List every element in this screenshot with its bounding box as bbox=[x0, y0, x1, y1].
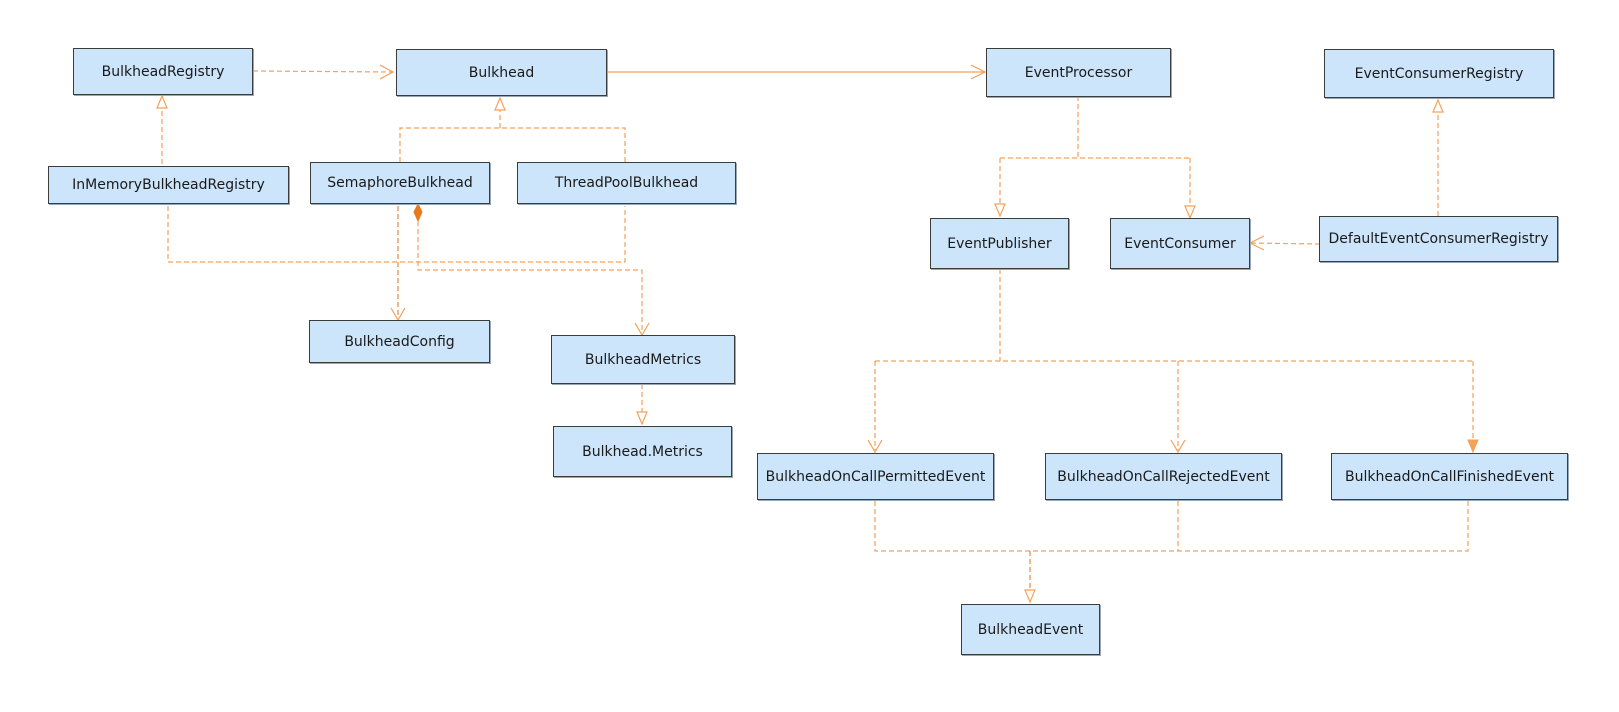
event-consumer-node[interactable]: EventConsumer bbox=[1110, 218, 1250, 269]
event-consumer-registry-node[interactable]: EventConsumerRegistry bbox=[1324, 49, 1554, 98]
bulkhead-node[interactable]: Bulkhead bbox=[396, 49, 607, 96]
edge-registry-to-bulkhead bbox=[252, 64, 395, 80]
semaphore-bulkhead-node[interactable]: SemaphoreBulkhead bbox=[310, 162, 490, 204]
edge-semaphore-composes-metrics bbox=[413, 202, 650, 337]
bulkhead-dot-metrics-node[interactable]: Bulkhead.Metrics bbox=[553, 426, 732, 477]
edge-inmemory-implements-registry bbox=[156, 94, 168, 164]
edge-publisher-to-events bbox=[867, 269, 1479, 454]
on-call-rejected-event-node[interactable]: BulkheadOnCallRejectedEvent bbox=[1045, 453, 1282, 500]
event-publisher-node[interactable]: EventPublisher bbox=[930, 218, 1069, 269]
bulkhead-config-node[interactable]: BulkheadConfig bbox=[309, 320, 490, 363]
edge-implementations-to-bulkhead bbox=[399, 96, 626, 162]
edge-default-to-eventconsumer bbox=[1248, 235, 1321, 251]
edge-events-implement-bulkhead-event bbox=[874, 501, 1469, 604]
thread-pool-bulkhead-node[interactable]: ThreadPoolBulkhead bbox=[517, 162, 736, 204]
edge-bulkhead-to-eventprocessor bbox=[605, 64, 987, 80]
edge-default-implements-consumer-registry bbox=[1432, 98, 1444, 216]
bulkhead-event-node[interactable]: BulkheadEvent bbox=[961, 604, 1100, 655]
bulkhead-registry-node[interactable]: BulkheadRegistry bbox=[73, 48, 253, 95]
in-memory-bulkhead-registry-node[interactable]: InMemoryBulkheadRegistry bbox=[48, 166, 289, 204]
on-call-permitted-event-node[interactable]: BulkheadOnCallPermittedEvent bbox=[757, 453, 994, 500]
default-event-consumer-registry-node[interactable]: DefaultEventConsumerRegistry bbox=[1319, 216, 1558, 262]
edge-eventprocessor-implements bbox=[994, 96, 1196, 220]
bulkhead-metrics-node[interactable]: BulkheadMetrics bbox=[551, 335, 735, 384]
event-processor-node[interactable]: EventProcessor bbox=[986, 48, 1171, 97]
on-call-finished-event-node[interactable]: BulkheadOnCallFinishedEvent bbox=[1331, 453, 1568, 500]
edge-implementations-to-config bbox=[167, 206, 626, 322]
edge-metrics-implements-bulkhead-metrics bbox=[636, 384, 648, 426]
